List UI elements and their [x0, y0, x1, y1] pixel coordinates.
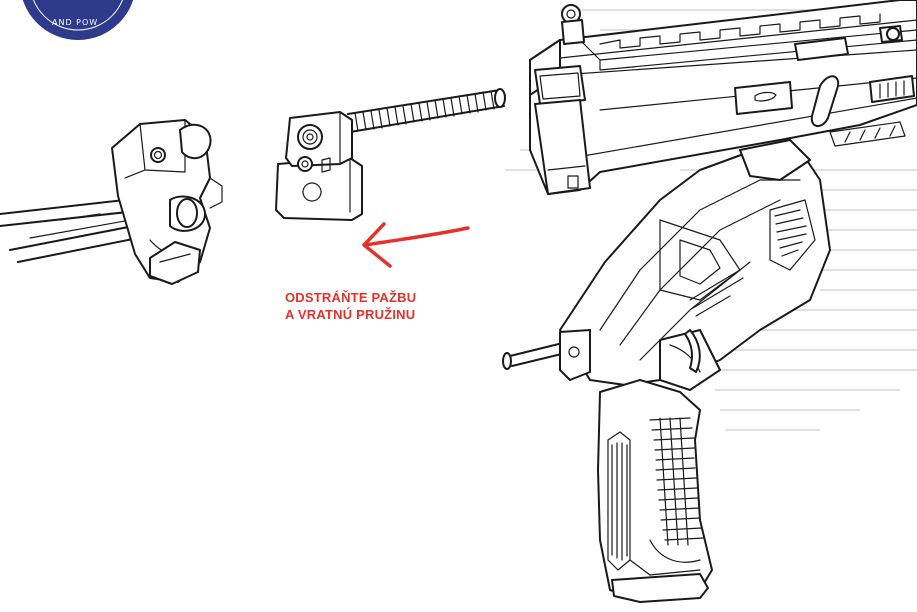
instruction-line-2: A VRATNÚ PRUŽINU [285, 307, 416, 322]
recoil-spring [347, 88, 506, 133]
grip-texture-upper [774, 209, 807, 257]
logo-badge [22, 0, 134, 40]
upper-receiver [529, 0, 917, 195]
lower-receiver-grip [502, 139, 831, 603]
instruction-line-1: ODSTRÁŇTE PAŽBU [285, 290, 417, 305]
brand-logo: AND POW [22, 0, 134, 40]
logo-ring-text: AND POW [52, 18, 98, 27]
instruction-text: ODSTRÁŇTE PAŽBU A VRATNÚ PRUŽINU [285, 289, 416, 323]
stock-assembly [0, 119, 223, 285]
recoil-spring-assembly [275, 88, 506, 221]
grip-texture-lower [649, 417, 705, 546]
logo-inner-ring [32, 0, 124, 31]
removal-arrow [362, 222, 470, 268]
